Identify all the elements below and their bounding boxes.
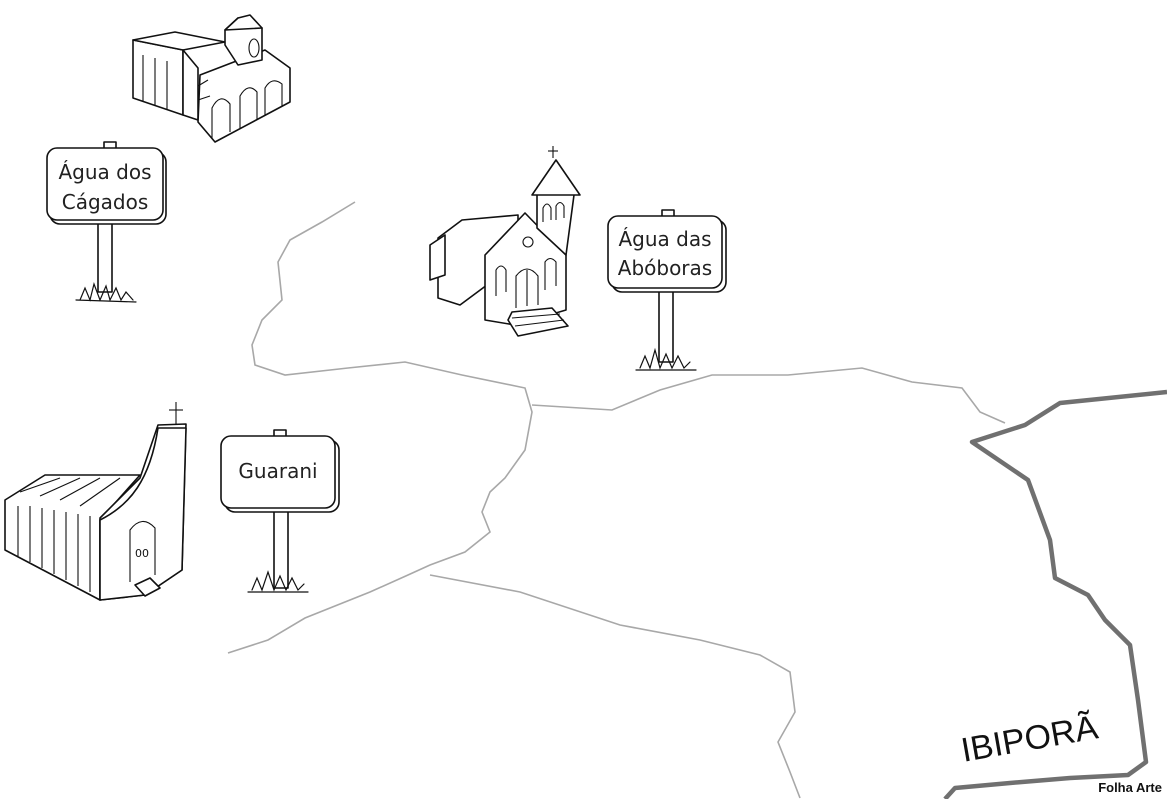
city-label: IBIPORÃ: [958, 708, 1101, 769]
sign-label-line: Cágados: [62, 190, 149, 214]
sign-label-line: Abóboras: [618, 256, 712, 280]
boundary-line-middle: [531, 367, 1006, 424]
credit-label: Folha Arte: [1098, 780, 1162, 795]
church-agua-das-aboboras-icon: [429, 146, 581, 337]
chapel-agua-dos-cagados-icon: [132, 14, 291, 143]
sign-guarani: Guarani: [220, 429, 340, 593]
boundary-line-west: [227, 201, 533, 654]
sign-label-line: Guarani: [238, 459, 317, 483]
church-guarani-icon: 00: [4, 402, 187, 601]
boundary-line-south: [429, 574, 801, 799]
district-boundaries: [227, 201, 1006, 799]
sign-label-line: Água das: [618, 227, 711, 251]
sign-agua-das-aboboras: Água das Abóboras: [607, 209, 727, 371]
svg-text:00: 00: [135, 547, 149, 560]
sign-label-line: Água dos: [58, 160, 151, 184]
city-boundary: [943, 389, 1167, 799]
sign-agua-dos-cagados: Água dos Cágados: [46, 141, 167, 303]
